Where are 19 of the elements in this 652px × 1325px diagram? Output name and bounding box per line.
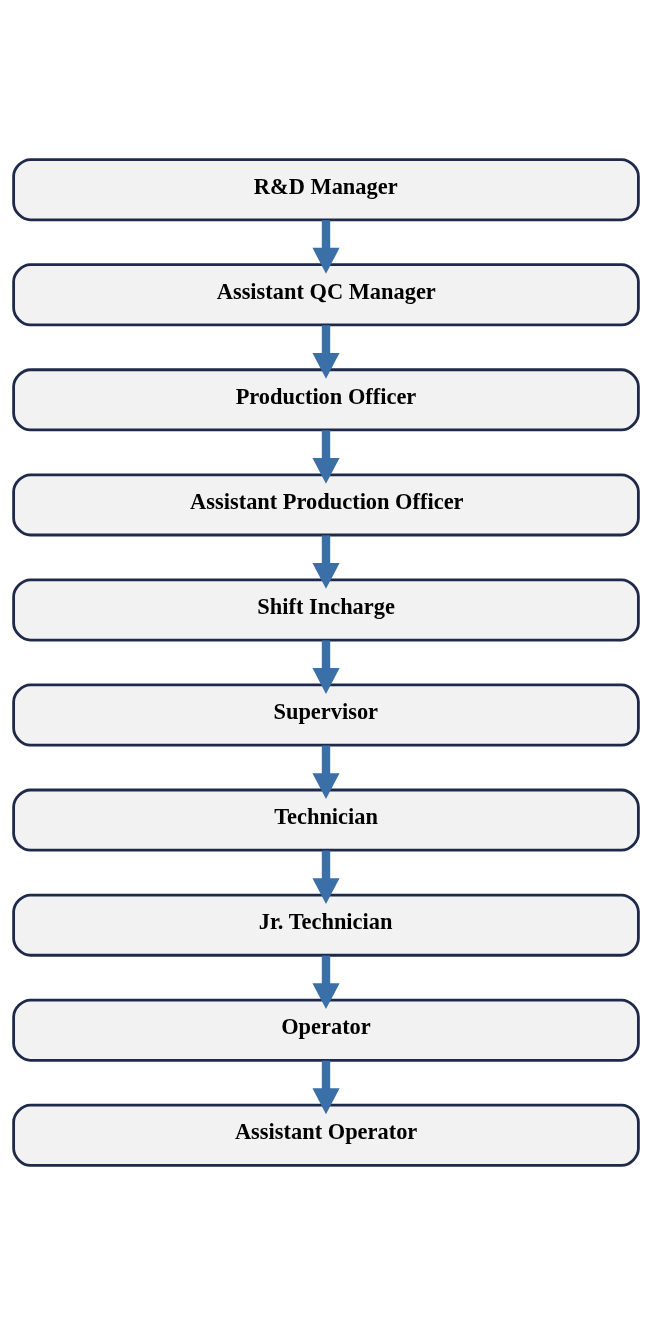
node-box: Assistant Operator (12, 1103, 640, 1167)
arrow (312, 325, 340, 379)
arrow (312, 640, 340, 694)
arrow (312, 220, 340, 274)
arrow (312, 535, 340, 589)
node-box: Assistant Production Officer (12, 473, 640, 537)
node-box: Technician (12, 788, 640, 852)
arrow (312, 850, 340, 905)
node-box: Operator (12, 998, 640, 1062)
node-box: Jr. Technician (12, 893, 640, 957)
arrow (312, 955, 340, 1010)
arrow (312, 745, 340, 799)
arrow (312, 430, 340, 484)
node-box: R&D Manager (12, 158, 640, 222)
node-box: Assistant QC Manager (12, 263, 640, 327)
arrow (312, 1060, 340, 1115)
node-box: Supervisor (12, 683, 640, 747)
node-box: Shift Incharge (12, 578, 640, 642)
node-box: Production Officer (12, 368, 640, 432)
